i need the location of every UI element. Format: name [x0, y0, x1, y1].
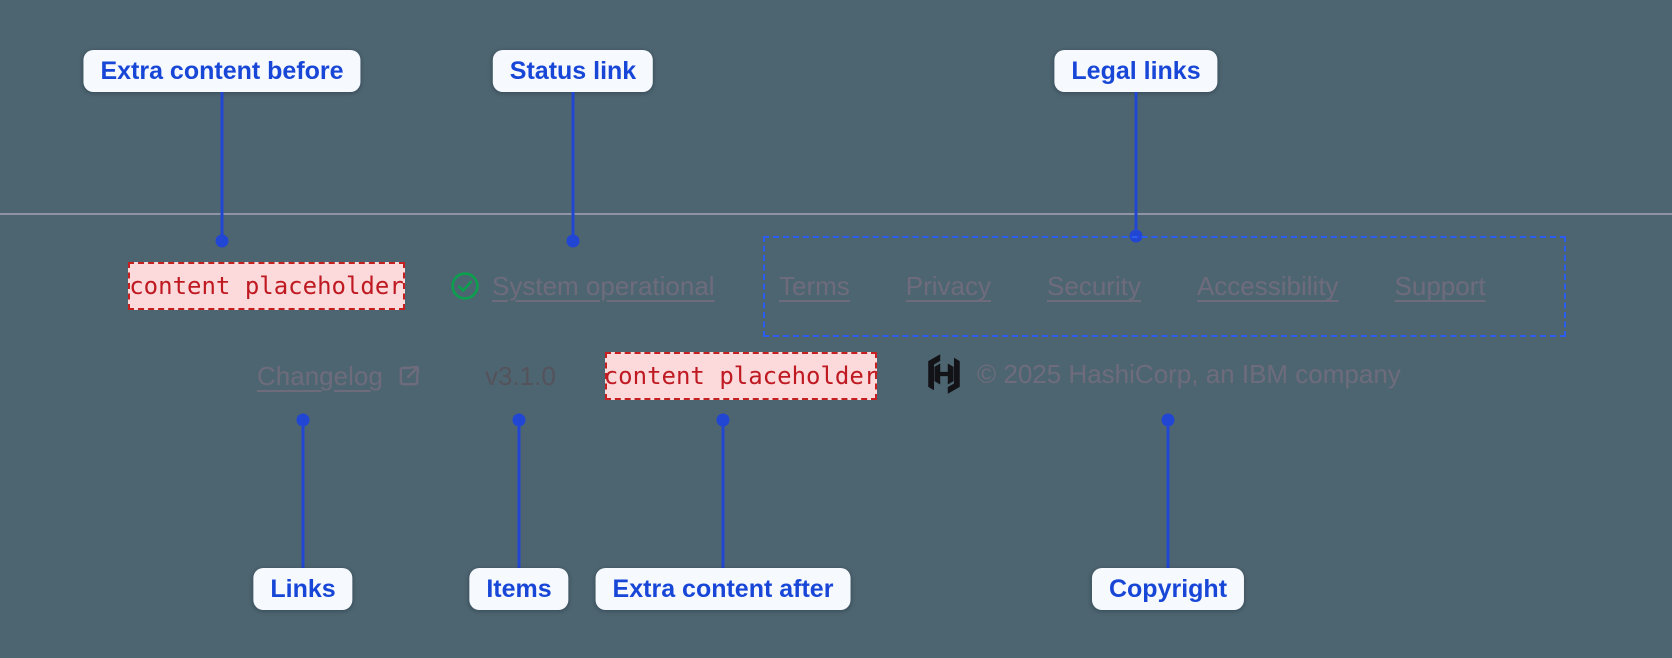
connector-line: [517, 426, 521, 568]
legal-link-support[interactable]: Support: [1394, 271, 1486, 301]
connector-dot: [296, 413, 310, 427]
connector-dot: [1161, 413, 1175, 427]
annotation-extra-content-before: Extra content before: [83, 50, 361, 92]
extra-content-after-placeholder: content placeholder: [603, 352, 879, 400]
legal-link-accessibility[interactable]: Accessibility: [1196, 271, 1339, 301]
connector-line: [1134, 92, 1138, 233]
connector-line: [721, 426, 725, 568]
legal-link-privacy[interactable]: Privacy: [905, 271, 992, 301]
connector-dot: [566, 234, 580, 248]
changelog-link[interactable]: Changelog: [257, 352, 423, 400]
connector-line: [220, 92, 224, 238]
connector-line: [1166, 426, 1170, 568]
placeholder-text: content placeholder: [603, 362, 879, 390]
version-item: v3.1.0: [485, 352, 556, 400]
annotation-items: Items: [469, 568, 569, 610]
connector-line: [571, 92, 575, 238]
version-label: v3.1.0: [485, 360, 556, 391]
legal-link-terms[interactable]: Terms: [779, 271, 850, 301]
placeholder-text: content placeholder: [129, 272, 404, 300]
hashicorp-logo-icon: [926, 354, 962, 394]
changelog-link-label[interactable]: Changelog: [257, 360, 383, 391]
legal-link-security[interactable]: Security: [1047, 271, 1141, 301]
copyright-text: © 2025 HashiCorp, an IBM company: [977, 358, 1401, 389]
annotation-extra-content-after: Extra content after: [595, 568, 851, 610]
legal-links-group: Terms Privacy Security Accessibility Sup…: [763, 236, 1566, 337]
connector-line: [301, 426, 305, 568]
extra-content-before-placeholder: content placeholder: [128, 262, 405, 310]
status-link-label[interactable]: System operational: [492, 270, 715, 301]
annotation-status-link: Status link: [492, 50, 654, 92]
status-link[interactable]: System operational: [450, 262, 715, 310]
connector-dot: [512, 413, 526, 427]
annotation-links: Links: [253, 568, 353, 610]
external-link-icon: [395, 362, 423, 390]
connector-dot: [215, 234, 229, 248]
annotation-legal-links: Legal links: [1054, 50, 1218, 92]
copyright-group: © 2025 HashiCorp, an IBM company: [926, 350, 1401, 398]
footer-divider: [0, 213, 1672, 215]
annotation-copyright: Copyright: [1091, 568, 1245, 610]
connector-dot: [716, 413, 730, 427]
check-circle-icon: [450, 271, 480, 301]
